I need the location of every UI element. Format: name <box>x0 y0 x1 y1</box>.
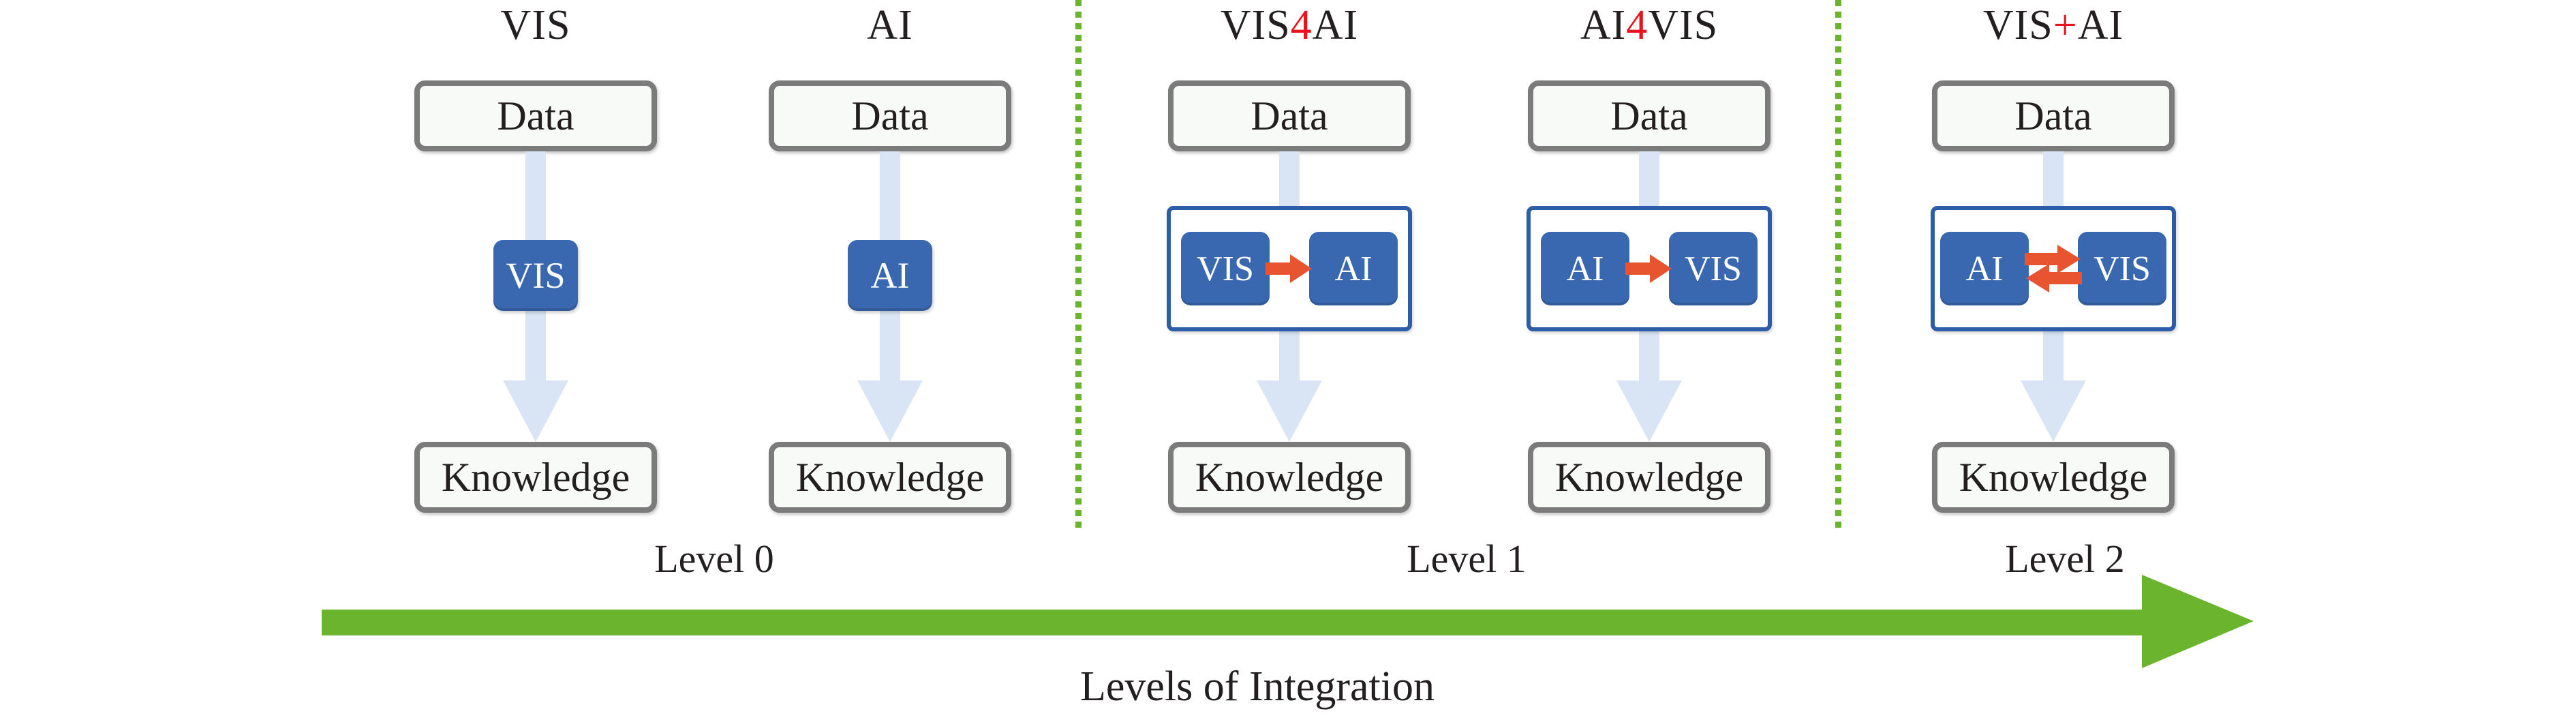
column-title-vis4ai: VIS4AI <box>1221 3 1358 48</box>
timeline-caption: Levels of Integration <box>1080 663 1435 710</box>
ai-badge: AI <box>1541 232 1629 305</box>
level-0-label: Level 0 <box>654 537 774 581</box>
right-arrow-icon <box>1266 253 1313 284</box>
title-text: AI <box>867 2 913 48</box>
level-2-label: Level 2 <box>2005 537 2125 581</box>
data-box: Data <box>1168 80 1411 151</box>
knowledge-label: Knowledge <box>1959 454 2148 500</box>
column-title-vis: VIS <box>501 3 571 48</box>
column-vis-plus-ai: VIS+AI Data AI VIS Knowledge <box>1924 0 2183 614</box>
ai-badge: AI <box>1940 232 2029 305</box>
column-ai: AI Data AI Knowledge <box>761 0 1019 614</box>
ai-vis-bidirectional-process-box: AI VIS <box>1931 206 2176 331</box>
title-accent: 4 <box>1626 2 1649 48</box>
column-ai4vis: AI4VIS Data AI VIS Knowledge <box>1520 0 1779 614</box>
vis-badge-label: VIS <box>1685 249 1742 288</box>
swap-arrows-icon <box>2025 241 2082 297</box>
title-text-post: AI <box>2077 2 2124 48</box>
data-box: Data <box>1528 80 1770 151</box>
title-accent: + <box>2053 2 2078 48</box>
ai-badge: AI <box>1309 232 1398 305</box>
knowledge-label: Knowledge <box>1554 454 1744 500</box>
knowledge-box: Knowledge <box>769 442 1011 513</box>
vis-badge-label: VIS <box>506 255 566 296</box>
title-text-post: AI <box>1312 2 1359 48</box>
ai-badge-label: AI <box>1566 249 1604 288</box>
right-arrow-icon <box>1625 253 1673 284</box>
down-arrowhead-icon <box>1257 380 1322 442</box>
column-vis4ai: VIS4AI Data VIS AI Knowledge <box>1160 0 1419 614</box>
down-arrowhead-icon <box>1616 380 1682 442</box>
down-arrowhead-icon <box>2021 380 2086 442</box>
vis-badge: VIS <box>493 240 578 311</box>
timeline-arrow-shaft <box>322 610 2142 635</box>
knowledge-label: Knowledge <box>441 454 630 500</box>
column-title-ai4vis: AI4VIS <box>1580 3 1718 48</box>
ai-badge-label: AI <box>1334 249 1373 288</box>
level-1-label: Level 1 <box>1407 537 1527 581</box>
knowledge-label: Knowledge <box>1195 454 1384 500</box>
data-box: Data <box>414 80 657 151</box>
title-text-post: VIS <box>1648 2 1719 48</box>
data-box: Data <box>769 80 1011 151</box>
data-label: Data <box>1251 93 1328 138</box>
title-text: VIS <box>1982 2 2053 48</box>
ai-badge: AI <box>848 240 932 311</box>
down-arrowhead-icon <box>503 380 568 442</box>
ai-to-vis-process-box: AI VIS <box>1527 206 1772 331</box>
vis-to-ai-process-box: VIS AI <box>1167 206 1412 331</box>
down-arrowhead-icon <box>857 380 923 442</box>
vis-badge: VIS <box>2078 232 2166 305</box>
data-label: Data <box>1610 93 1688 138</box>
column-vis: VIS Data VIS Knowledge <box>406 0 665 614</box>
ai-badge-label: AI <box>1965 249 2004 288</box>
title-text: VIS <box>500 2 571 48</box>
title-text: VIS <box>1220 2 1291 48</box>
vis-badge: VIS <box>1181 232 1270 305</box>
vis-badge-label: VIS <box>2094 249 2151 288</box>
vis-badge: VIS <box>1669 232 1758 305</box>
data-label: Data <box>497 93 574 138</box>
column-title-vis-plus-ai: VIS+AI <box>1983 3 2123 48</box>
title-text: AI <box>1580 2 1627 48</box>
data-box: Data <box>1932 80 2175 151</box>
knowledge-box: Knowledge <box>1528 442 1770 513</box>
knowledge-box: Knowledge <box>1168 442 1411 513</box>
knowledge-label: Knowledge <box>795 454 985 500</box>
data-label: Data <box>2014 93 2092 138</box>
timeline-arrowhead-icon <box>2142 575 2254 668</box>
vis-badge-label: VIS <box>1197 249 1254 288</box>
separator-dotted-line-1 <box>1075 0 1082 530</box>
ai-badge-label: AI <box>870 255 910 296</box>
column-title-ai: AI <box>867 3 913 48</box>
data-label: Data <box>851 93 929 138</box>
knowledge-box: Knowledge <box>1932 442 2175 513</box>
knowledge-box: Knowledge <box>414 442 657 513</box>
separator-dotted-line-2 <box>1835 0 1841 530</box>
title-accent: 4 <box>1290 2 1313 48</box>
